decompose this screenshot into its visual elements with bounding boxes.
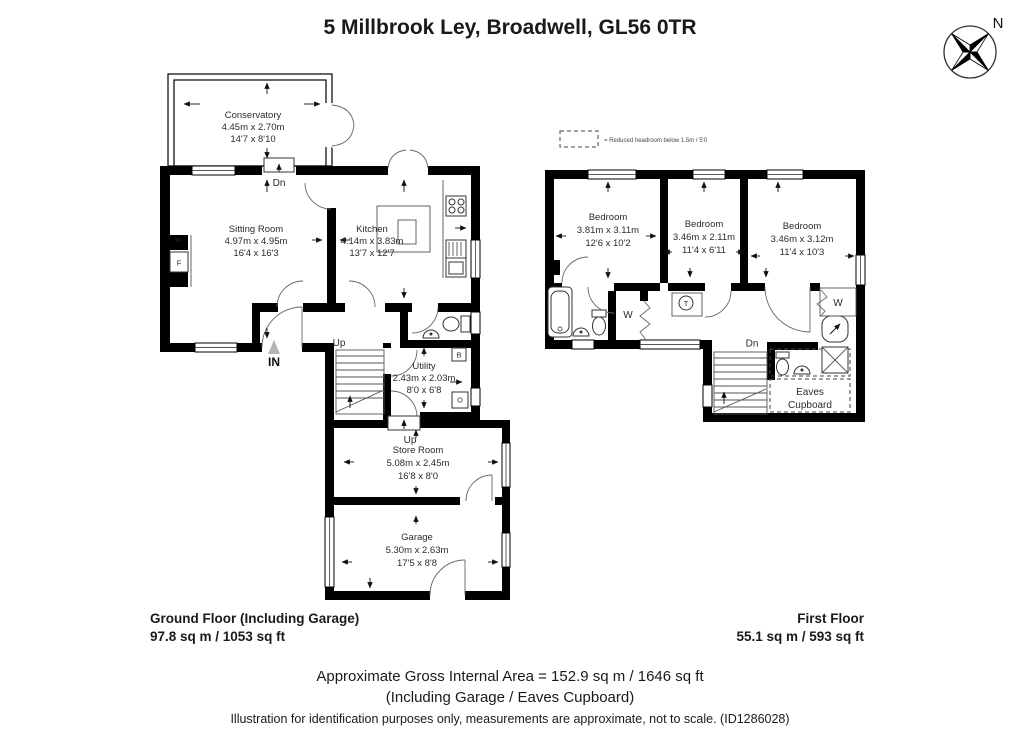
room-dim-imperial: 17'5 x 8'8 [397, 558, 437, 569]
room-dim-imperial: 13'7 x 12'7 [349, 248, 394, 259]
eaves-cupboard: Eaves Cupboard [769, 378, 851, 413]
disclaimer-text: Illustration for identification purposes… [230, 712, 790, 726]
entrance: IN [268, 340, 280, 369]
room-label: Garage [401, 532, 433, 543]
compass-icon: N [943, 15, 1004, 79]
wardrobe-label: W [833, 298, 843, 309]
shower-icon [821, 315, 849, 343]
room-dim-imperial: 11'4 x 10'3 [780, 247, 825, 258]
toilet-icon [442, 315, 471, 333]
including-text: (Including Garage / Eaves Cupboard) [385, 689, 635, 706]
room-dim-imperial: 14'7 x 8'10 [230, 134, 275, 145]
gross-area-text: Approximate Gross Internal Area = 152.9 … [316, 668, 704, 685]
toilet-icon [591, 309, 607, 336]
shower-room-fixtures [769, 315, 851, 377]
room-dim-metric: 4.45m x 2.70m [222, 122, 285, 133]
room-label: Conservatory [225, 110, 282, 121]
room-label: Store Room [393, 445, 444, 456]
ground-floor-area: 97.8 sq m / 1053 sq ft [150, 629, 286, 644]
basin-icon [793, 365, 811, 375]
boiler-box [451, 347, 467, 362]
first-floor-plan: = Reduced headroom below 1.5m / 5'0 [545, 130, 866, 422]
tank-icon [678, 295, 694, 311]
up-step-label: Up [404, 435, 417, 446]
reduced-headroom-zone [769, 348, 851, 377]
airing-cupboard: T [671, 292, 703, 317]
first-floor-walls [545, 169, 866, 422]
basin-icon [422, 329, 440, 339]
up-label: Up [333, 338, 346, 349]
shower-enclosure-icon [821, 346, 849, 374]
wc-fixtures [422, 315, 471, 339]
compass-north-label: N [993, 15, 1004, 32]
first-floor-area: 55.1 sq m / 593 sq ft [736, 629, 864, 644]
first-dim-arrows [555, 181, 855, 279]
ground-floor-plan: B IN [160, 73, 511, 600]
boiler-label: B [456, 351, 461, 360]
kitchen-island [376, 205, 431, 253]
ground-dim-arrows [173, 82, 499, 589]
room-dim-metric: 3.46m x 3.12m [771, 234, 834, 245]
wardrobe-right: W [816, 287, 857, 317]
dn-label: Dn [746, 339, 759, 350]
toilet-icon [775, 351, 790, 376]
stairs-up [335, 349, 385, 415]
basin-icon [572, 327, 590, 337]
room-dim-metric: 5.08m x 2.45m [387, 458, 450, 469]
legend-swatch [559, 130, 599, 148]
entrance-label: IN [268, 355, 280, 369]
ground-floor-name: Ground Floor (Including Garage) [150, 611, 360, 626]
ground-floor-doors [261, 182, 493, 596]
room-dim-metric: 4.14m x 3.83m [341, 236, 404, 247]
room-dim-imperial: 16'8 x 8'0 [398, 471, 438, 482]
first-floor-summary: First Floor 55.1 sq m / 593 sq ft [736, 610, 864, 646]
room-dim-imperial: 12'6 x 10'2 [585, 238, 630, 249]
room-dim-imperial: 11'4 x 6'11 [682, 245, 726, 256]
bathroom-fixtures [547, 286, 607, 338]
utility-fixtures: B [451, 347, 469, 409]
step-up [387, 415, 421, 431]
room-dim-imperial: 16'4 x 16'3 [233, 248, 278, 259]
first-floor-labels: Bedroom 3.81m x 3.11m 12'6 x 10'2 Bedroo… [577, 212, 834, 258]
step-dn [263, 157, 295, 173]
eaves-label-line1: Eaves [796, 387, 824, 398]
room-label: Kitchen [356, 224, 388, 235]
room-label: Bedroom [685, 219, 724, 230]
tank-label: T [684, 299, 689, 308]
ground-floor-walls [160, 149, 511, 600]
room-label: Bedroom [783, 221, 822, 232]
room-label: Bedroom [589, 212, 628, 223]
appliance-icon [451, 391, 469, 409]
wardrobe-left: W [623, 300, 651, 341]
stairs-down: Dn [713, 339, 768, 415]
first-floor-doors [561, 256, 811, 333]
room-dim-metric: 3.46m x 2.11m [673, 232, 735, 243]
room-label: Sitting Room [229, 224, 283, 235]
ground-floor-labels: Conservatory 4.45m x 2.70m 14'7 x 8'10 S… [177, 110, 456, 569]
fireplace-icon [169, 251, 189, 273]
dn-label: Dn [273, 178, 286, 189]
fireplace-label: F [177, 259, 182, 268]
room-dim-metric: 4.97m x 4.95m [225, 236, 288, 247]
room-dim-metric: 2.43m x 2.03m [393, 373, 456, 384]
ground-floor-summary: Ground Floor (Including Garage) 97.8 sq … [150, 610, 359, 646]
eaves-label-line2: Cupboard [788, 400, 832, 411]
wardrobe-label: W [623, 310, 633, 321]
hob-icon [445, 195, 467, 217]
room-label: Utility [412, 361, 435, 372]
page-title: 5 Millbrook Ley, Broadwell, GL56 0TR [323, 16, 697, 39]
room-dim-metric: 5.30m x 2.63m [386, 545, 449, 556]
kitchen-fixtures [376, 180, 467, 278]
legend-text: = Reduced headroom below 1.5m / 5'0 [604, 138, 708, 144]
room-dim-imperial: 8'0 x 6'8 [407, 385, 442, 396]
bathtub-icon [547, 286, 573, 338]
sink-icon [445, 239, 467, 278]
first-floor-name: First Floor [797, 611, 864, 626]
legend: = Reduced headroom below 1.5m / 5'0 [559, 130, 708, 148]
room-dim-metric: 3.81m x 3.11m [577, 225, 639, 236]
